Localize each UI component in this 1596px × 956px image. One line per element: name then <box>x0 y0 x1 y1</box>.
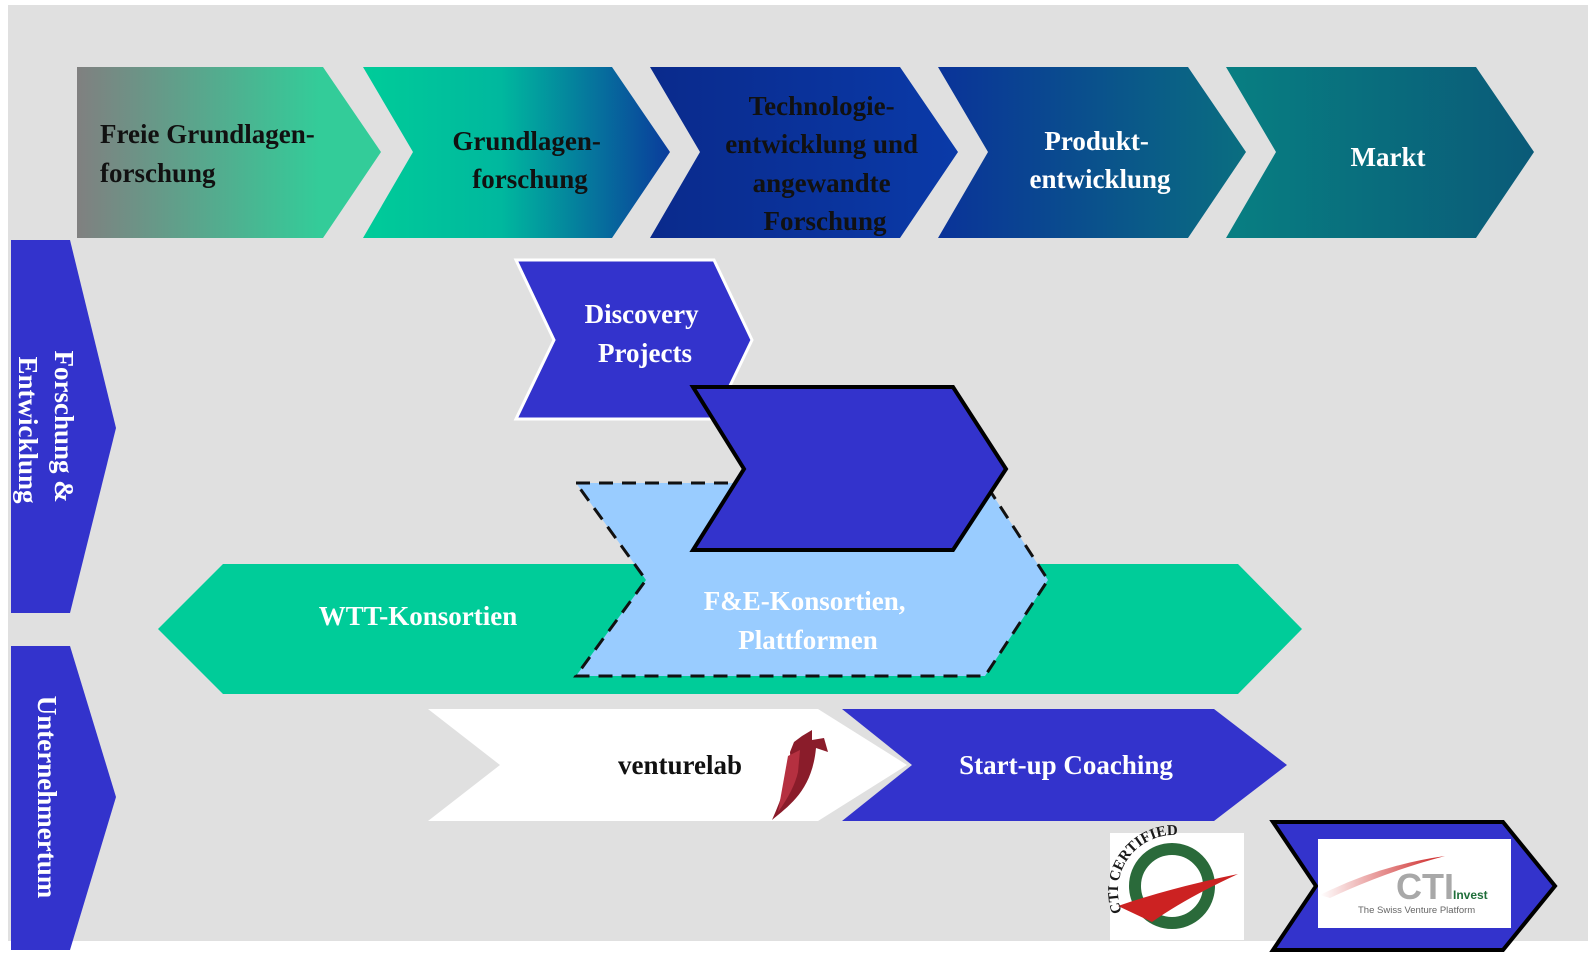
program-label-wtt: WTT-Konsortien <box>319 601 518 631</box>
chevron-markt <box>1226 67 1534 238</box>
stage-label-grundlagenforschung: Grundlagen- forschung <box>452 126 607 194</box>
program-label-fe-konsortien: F&E-Konsortien, Plattformen <box>704 586 913 655</box>
program-label-startup-coaching: Start-up Coaching <box>959 750 1173 780</box>
side-label-entrepreneurship: Unternehmertum <box>32 696 62 899</box>
chevron-technologieentwicklung <box>650 67 958 238</box>
side-arrows: Forschung & Entwicklung Unternehmertum <box>11 240 116 950</box>
program-label-discovery: Discovery Projects <box>585 299 706 368</box>
cti-certified-logo: CTI CERTIFIED <box>1106 823 1244 940</box>
stage-label-technologieentwicklung: Technologie- entwicklung und angewandte … <box>725 91 925 236</box>
side-label-research: Forschung & Entwicklung <box>13 350 79 509</box>
side-arrow-entrepreneurship <box>11 646 116 950</box>
stage-chevrons: Freie Grundlagen- forschung Grundlagen- … <box>77 67 1534 238</box>
chevron-produktentwicklung <box>938 67 1246 238</box>
svg-text:The Swiss Venture Platform: The Swiss Venture Platform <box>1358 905 1475 916</box>
stage-label-markt: Markt <box>1351 142 1426 172</box>
program-startup-coaching <box>842 709 1287 821</box>
chevron-freie-grundlagenforschung <box>77 67 381 238</box>
svg-text:Invest: Invest <box>1453 888 1488 902</box>
chevron-grundlagenforschung <box>363 67 670 238</box>
venturelab-logo-icon <box>772 730 828 820</box>
cti-invest-logo: CTI Invest The Swiss Venture Platform <box>1318 839 1511 928</box>
side-arrow-research <box>11 240 116 613</box>
stage-label-produktentwicklung: Produkt- entwicklung <box>1029 126 1171 194</box>
program-fe-projekte <box>689 385 1009 552</box>
stage-label-freie-grundlagenforschung: Freie Grundlagen- forschung <box>100 119 321 188</box>
svg-text:CTI: CTI <box>1396 866 1454 907</box>
program-label-venturelab: venturelab <box>618 750 742 780</box>
